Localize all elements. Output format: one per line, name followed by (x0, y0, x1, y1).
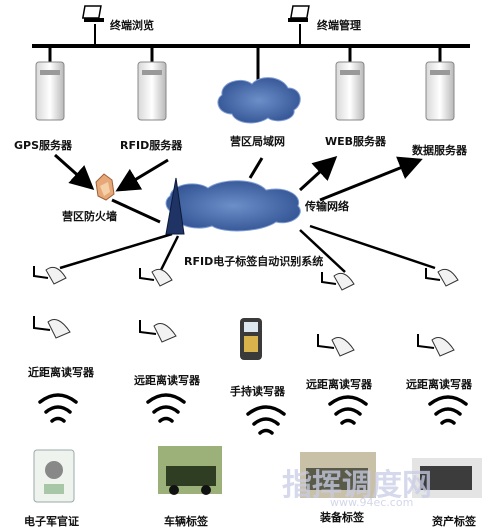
terminal-icon-browse (81, 5, 104, 22)
gps-server-label: GPS服务器 (14, 139, 73, 152)
transport-network-label: 传输网络 (305, 200, 349, 213)
officer-id-label: 电子军官证 (24, 515, 79, 528)
transport-cloud (165, 180, 301, 232)
data-server-label: 数据服务器 (412, 144, 467, 157)
far-reader-icon-2 (317, 334, 355, 357)
transport-tower-icon (165, 177, 185, 235)
watermark-url: www.94ec.com (330, 496, 414, 509)
wireless-signal-icon-2 (146, 393, 186, 423)
far-reader-label-1: 远距离读写器 (134, 374, 200, 387)
watermark-text: 指挥调度网 (282, 468, 432, 503)
antenna-reader-icon-3 (321, 272, 355, 291)
antenna-reader-icon-1 (33, 266, 67, 285)
vehicle-tag-icon (158, 446, 222, 495)
near-reader-icon (33, 316, 71, 339)
wireless-signal-icon-3 (246, 405, 286, 435)
wireless-signal-icon-4 (328, 395, 368, 425)
officer-id-card-icon (33, 449, 75, 503)
far-reader-icon-3 (417, 334, 455, 357)
web-server-label: WEB服务器 (325, 135, 387, 148)
far-reader-label-2: 远距离读写器 (306, 378, 372, 391)
rfid-server-icon (137, 61, 167, 121)
equipment-tag-label: 装备标签 (320, 511, 364, 524)
data-server-icon (425, 61, 455, 121)
equipment-tag-icon (300, 452, 376, 498)
wireless-signal-icon-1 (38, 393, 78, 423)
terminal-icon-manage (288, 5, 310, 22)
firewall-icon (95, 173, 115, 201)
near-reader-label: 近距离读写器 (28, 366, 94, 379)
gps-server-icon (35, 61, 65, 121)
handheld-reader-icon (240, 318, 262, 360)
vehicle-tag-label: 车辆标签 (164, 515, 208, 528)
asset-tag-icon (412, 458, 482, 498)
lan-cloud (217, 77, 301, 124)
rfid-server-label: RFID服务器 (120, 139, 183, 152)
rfid-system-label: RFID电子标签自动识别系统 (184, 255, 324, 268)
firewall-label: 营区防火墙 (62, 210, 117, 223)
handheld-reader-label: 手持读写器 (230, 385, 285, 398)
antenna-reader-icon-4 (425, 268, 459, 287)
web-server-icon (335, 61, 365, 121)
lan-label: 营区局域网 (230, 135, 285, 148)
far-reader-label-3: 远距离读写器 (406, 378, 472, 391)
antenna-reader-icon-2 (139, 268, 173, 287)
wireless-signal-icon-5 (428, 395, 468, 425)
terminal-manage-label: 终端管理 (317, 19, 361, 32)
terminal-browse-label: 终端浏览 (110, 19, 154, 32)
far-reader-icon-1 (139, 320, 177, 343)
asset-tag-label: 资产标签 (432, 515, 476, 528)
